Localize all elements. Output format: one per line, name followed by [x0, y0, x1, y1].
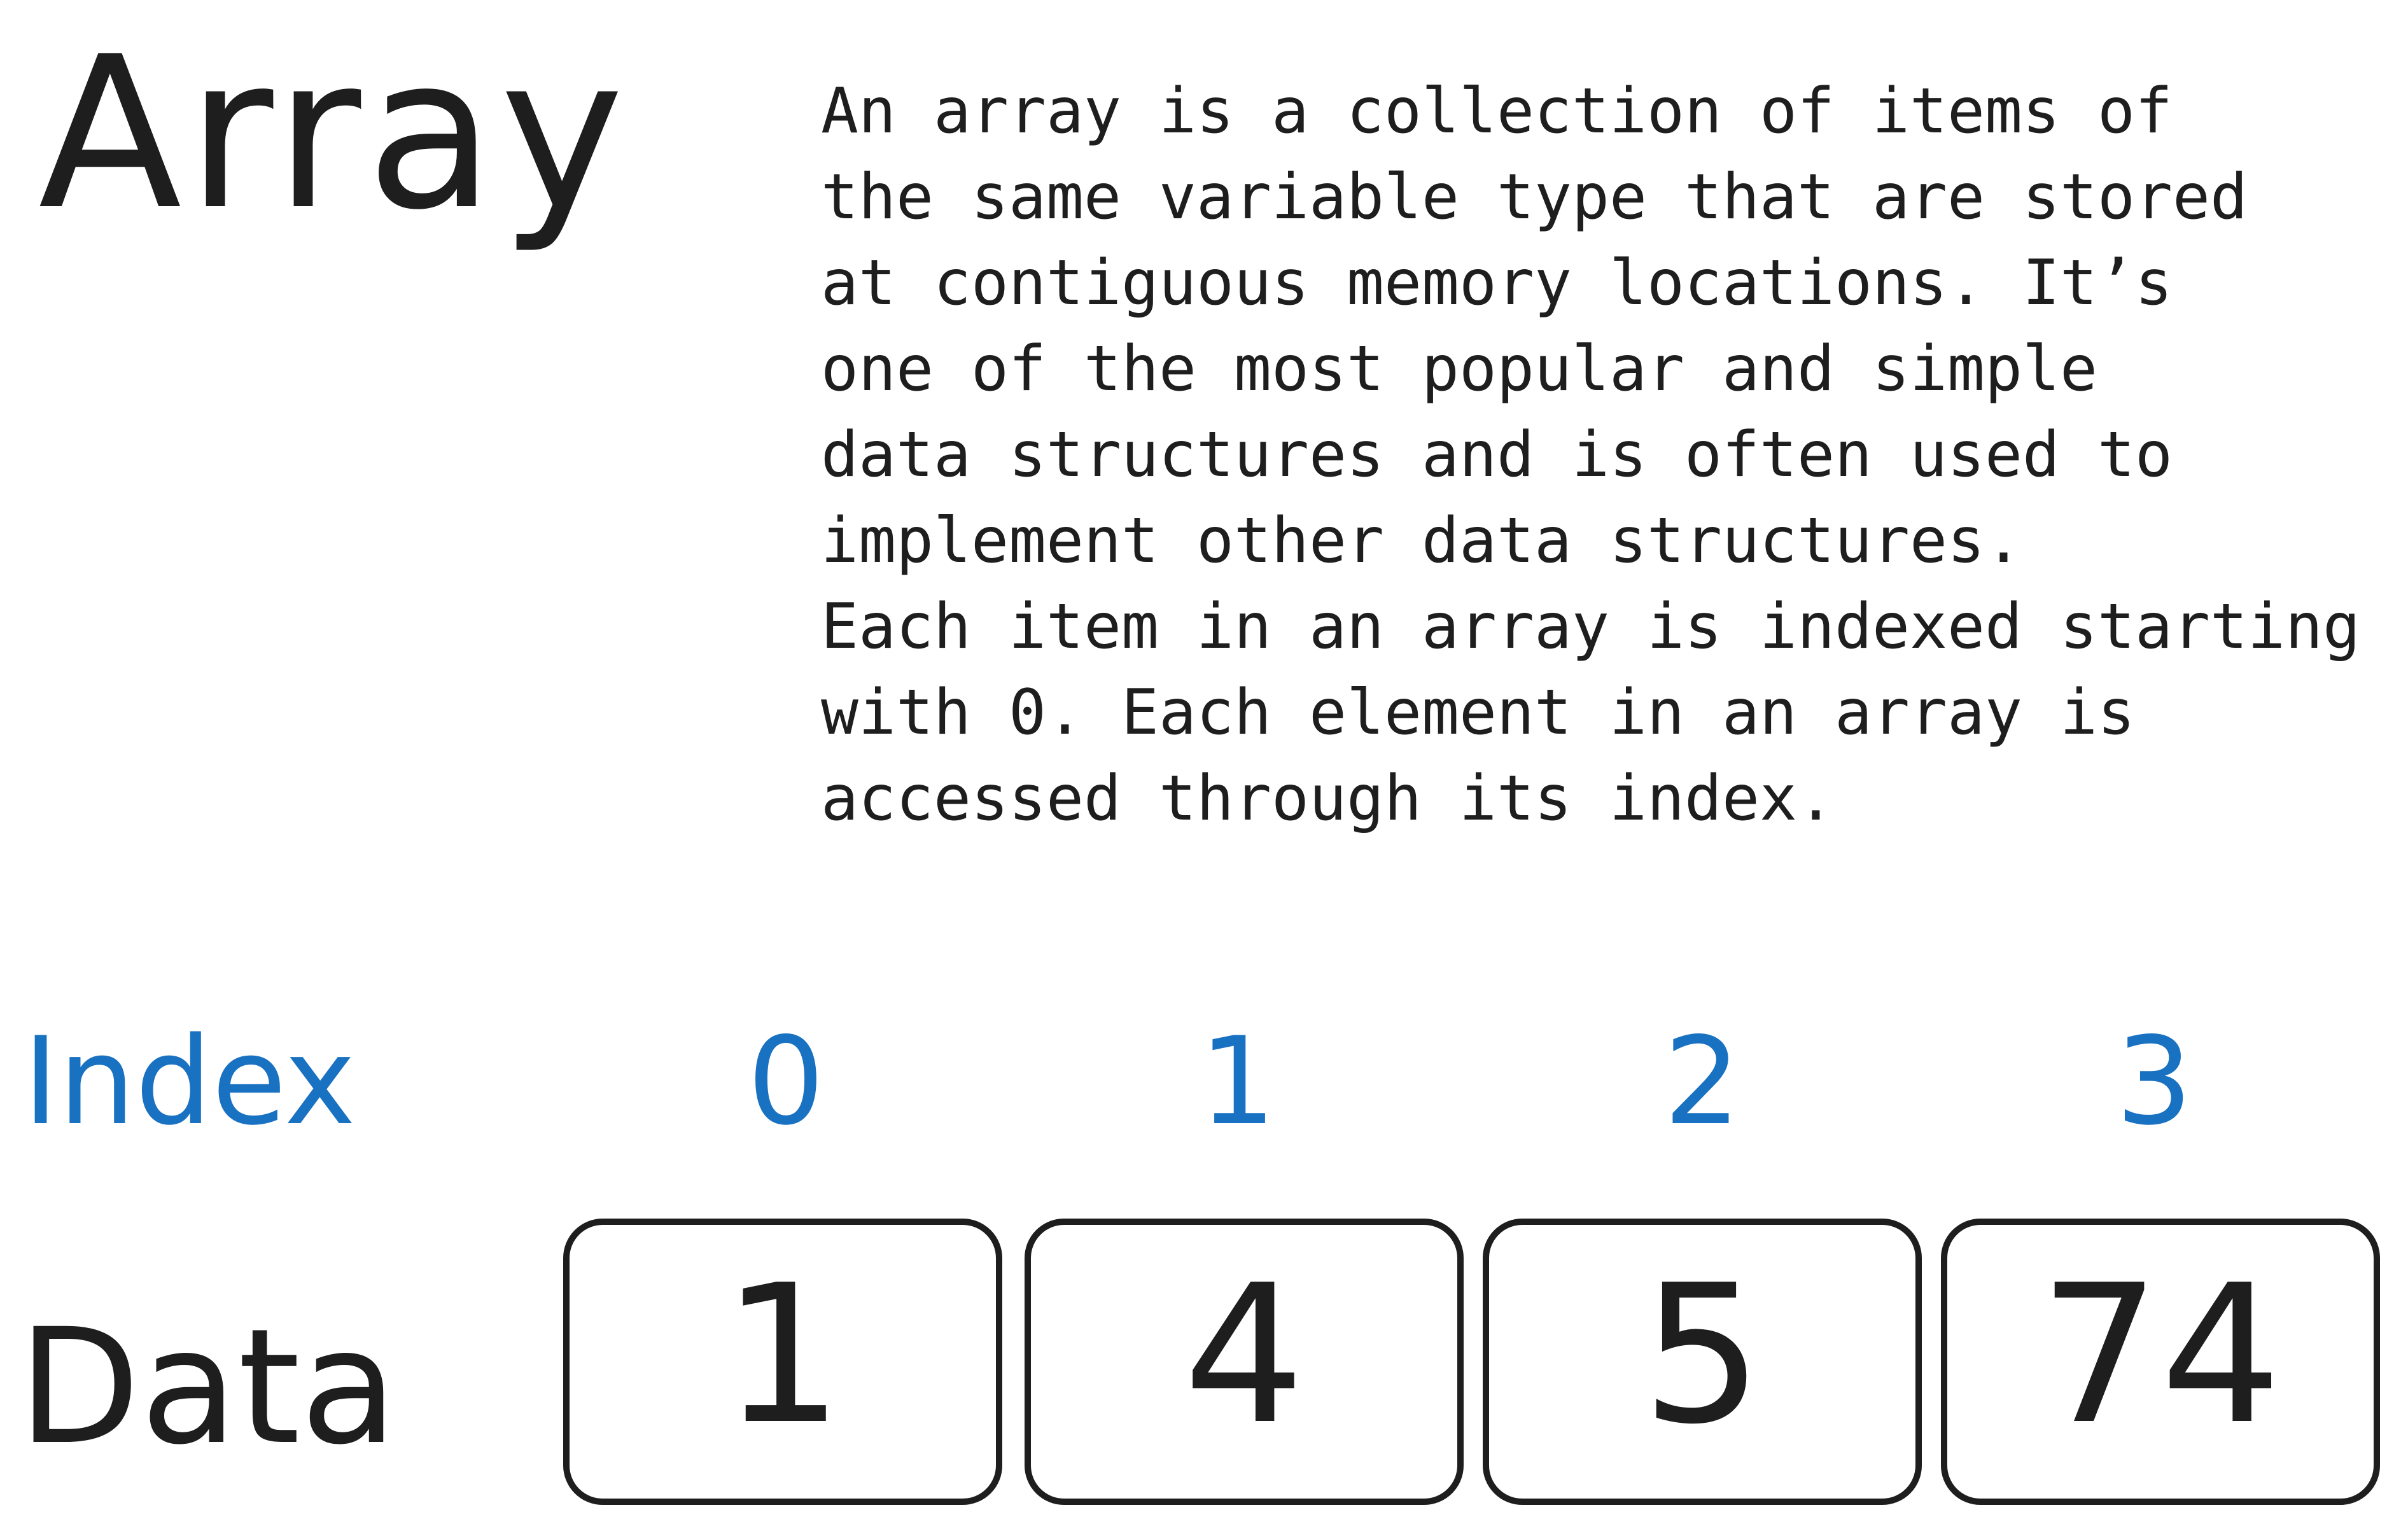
- index-0: 0: [747, 1011, 825, 1152]
- array-cell-0: 1: [563, 1219, 1002, 1505]
- index-row-label: Index: [23, 1011, 356, 1152]
- array-cell-value: 4: [1183, 1244, 1305, 1466]
- array-cell-value: 5: [1641, 1244, 1763, 1466]
- array-cell-3: 74: [1941, 1219, 2380, 1505]
- index-3: 3: [2115, 1011, 2193, 1152]
- array-description: An array is a collection of items of the…: [821, 75, 2361, 835]
- index-1: 1: [1199, 1011, 1277, 1152]
- array-cell-2: 5: [1483, 1219, 1922, 1505]
- array-cell-1: 4: [1025, 1219, 1464, 1505]
- array-cell-value: 74: [2039, 1244, 2282, 1466]
- data-row-label: Data: [18, 1294, 398, 1479]
- array-cell-value: 1: [722, 1244, 844, 1466]
- index-2: 2: [1663, 1011, 1741, 1152]
- page-title: Array: [38, 11, 629, 256]
